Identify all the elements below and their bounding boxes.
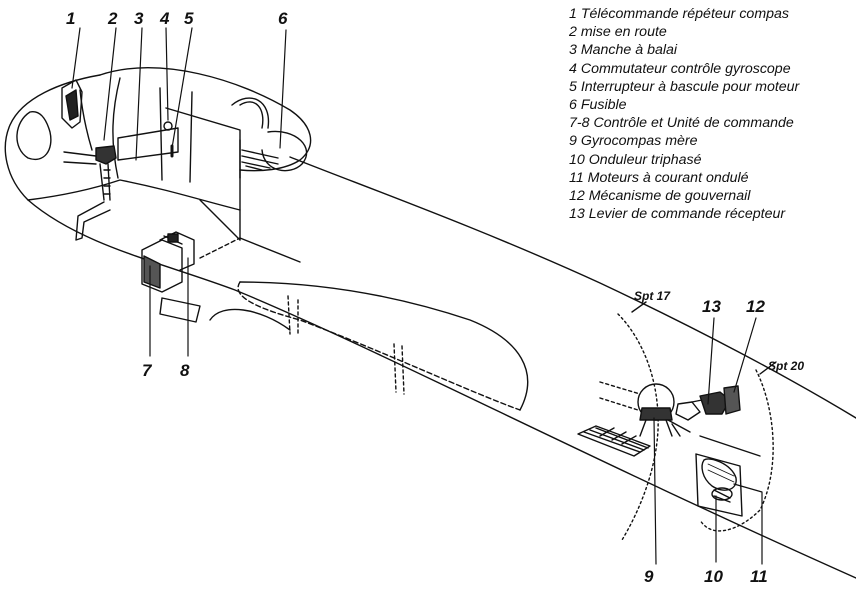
compass-remote-unit — [61, 79, 83, 129]
legend-item: 5 Interrupteur à bascule pour moteur — [569, 78, 800, 95]
callout-12: 12 — [746, 297, 765, 316]
fuselage-top-line — [289, 156, 856, 419]
callout-5: 5 — [184, 9, 194, 28]
legend-item: 11 Moteurs à courant ondulé — [569, 169, 749, 186]
canopy-frame — [99, 67, 312, 172]
callout-2: 2 — [107, 9, 118, 28]
callout-13: 13 — [702, 297, 721, 316]
legend-item: 2 mise en route — [569, 24, 667, 41]
legend-item: 4 Commutateur contrôle gyroscope — [569, 60, 791, 77]
bulkhead-label-spt20: Spt 20 — [768, 359, 804, 373]
control-units — [141, 231, 195, 293]
legend-item: 7-8 Contrôle et Unité de commande — [569, 115, 794, 132]
legend-item: 12 Mécanisme de gouvernail — [569, 188, 751, 205]
bulkhead-spt17 — [617, 313, 659, 541]
floor-grating — [577, 425, 651, 457]
bulkhead-label-spt17: Spt 17 — [634, 289, 671, 303]
legend-item: 13 Levier de commande récepteur — [569, 206, 786, 223]
callout-4: 4 — [159, 9, 170, 28]
callout-7: 7 — [142, 361, 153, 380]
callout-3: 3 — [134, 9, 144, 28]
inverter-panel — [695, 453, 743, 517]
callout-10: 10 — [704, 567, 723, 586]
callout-8: 8 — [180, 361, 190, 380]
legend: 1 Télécommande répéteur compas 2 mise en… — [569, 5, 853, 223]
rudder-mechanism — [667, 385, 761, 457]
wing-root-outline — [237, 281, 521, 411]
legend-item: 1 Télécommande répéteur compas — [569, 6, 790, 22]
legend-item: 9 Gyrocompas mère — [569, 133, 698, 150]
callout-11: 11 — [750, 567, 768, 586]
legend-item: 6 Fusible — [569, 97, 627, 114]
master-gyrocompass — [599, 381, 675, 437]
callout-1: 1 — [66, 9, 75, 28]
callout-6: 6 — [278, 9, 288, 28]
legend-item: 3 Manche à balai — [569, 42, 678, 59]
fuse-panel — [241, 149, 279, 171]
legend-item: 10 Onduleur triphasé — [569, 151, 702, 168]
gyro-check-switch — [163, 121, 173, 131]
control-stick — [95, 145, 117, 165]
callout-9: 9 — [644, 567, 654, 586]
leader-lines — [71, 27, 763, 565]
